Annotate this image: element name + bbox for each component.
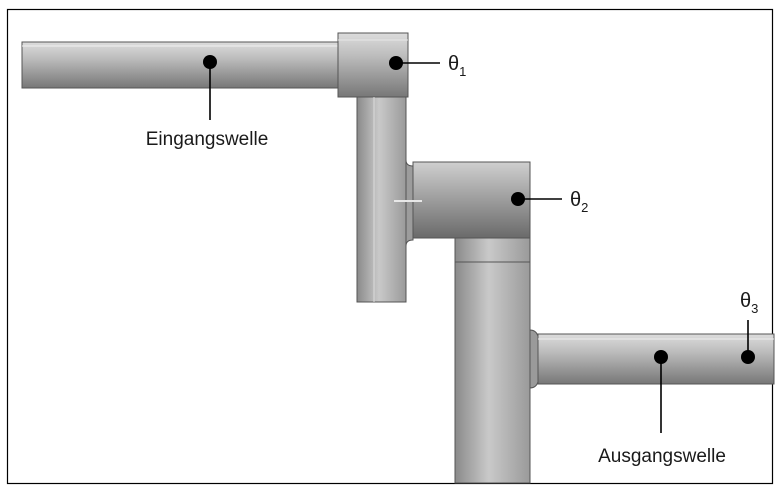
theta-3-marker bbox=[741, 320, 755, 364]
input-shaft-marker bbox=[203, 55, 217, 120]
theta-1-marker bbox=[389, 56, 440, 70]
theta-2-label: θ2 bbox=[570, 189, 588, 215]
output-shaft bbox=[529, 329, 775, 389]
gear-disc-1 bbox=[356, 96, 407, 303]
output-shaft-label: Ausgangswelle bbox=[598, 446, 726, 467]
theta-1-label: θ1 bbox=[448, 53, 466, 79]
gear-disc-2 bbox=[454, 237, 531, 484]
theta-3-label: θ3 bbox=[740, 290, 758, 316]
theta-2-marker bbox=[511, 192, 562, 206]
intermediate-shaft bbox=[394, 159, 531, 247]
input-shaft-label: Eingangswelle bbox=[146, 129, 269, 150]
output-shaft-marker bbox=[654, 350, 668, 433]
input-shaft bbox=[21, 41, 343, 89]
